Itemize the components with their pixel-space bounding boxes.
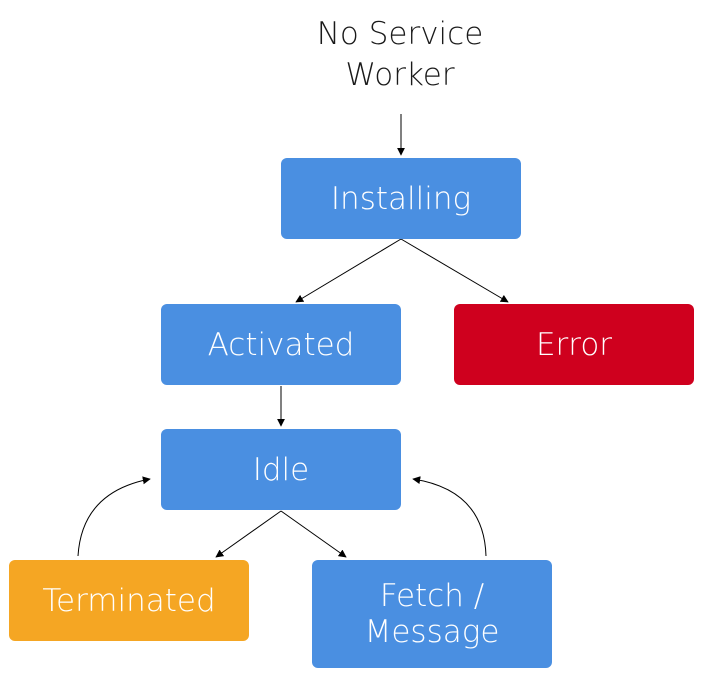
state-installing-label: Installing xyxy=(330,180,472,217)
state-activated: Activated xyxy=(161,304,401,385)
state-installing: Installing xyxy=(281,158,521,239)
state-idle: Idle xyxy=(161,429,401,510)
state-activated-label: Activated xyxy=(207,326,355,363)
arrow-installing-to-error xyxy=(400,238,509,303)
arrow-fetch-message-to-idle xyxy=(412,476,487,557)
state-error-label: Error xyxy=(535,326,613,363)
state-terminated: Terminated xyxy=(9,560,249,641)
arrow-idle-to-fetch-message xyxy=(280,510,347,558)
state-fetch-message-label: Fetch / Message xyxy=(364,578,500,650)
state-idle-label: Idle xyxy=(252,451,310,488)
state-error: Error xyxy=(454,304,694,385)
state-fetch-message: Fetch / Message xyxy=(312,560,552,668)
arrow-idle-to-terminated xyxy=(215,510,282,558)
arrow-installing-to-activated xyxy=(295,238,402,303)
state-terminated-label: Terminated xyxy=(42,582,216,619)
arrow-terminated-to-idle xyxy=(77,476,151,557)
start-label-no-service-worker: No Service Worker xyxy=(316,16,484,93)
